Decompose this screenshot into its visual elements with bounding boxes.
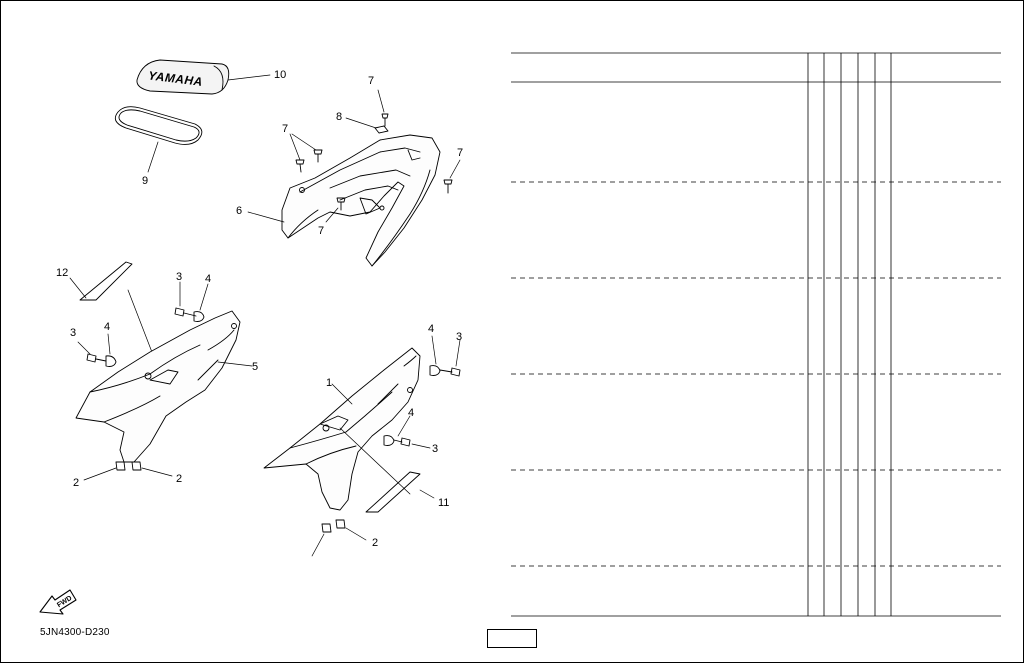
callout-2b: 2 [176, 473, 182, 485]
right-bolts [311, 335, 461, 557]
callout-7c: 7 [457, 147, 463, 159]
right-side-cover-part-1 [263, 347, 421, 511]
callout-3c: 3 [456, 331, 462, 343]
callout-11: 11 [438, 497, 449, 509]
document-code: 5JN4300-D230 [40, 627, 110, 638]
callout-numbers: 10 9 7 8 7 7 6 7 12 3 4 3 4 5 2 2 4 3 1 … [56, 69, 463, 549]
strip-part-11 [339, 427, 435, 513]
exploded-view: YAMAHA [39, 59, 461, 615]
callout-5: 5 [252, 361, 258, 373]
callout-3a: 3 [176, 271, 182, 283]
callout-7b: 7 [282, 123, 288, 135]
page-number-box [487, 629, 537, 648]
callout-4a: 4 [205, 273, 211, 285]
callout-10: 10 [274, 69, 286, 81]
callout-6: 6 [236, 205, 242, 217]
fwd-arrow-icon: FWD [39, 589, 77, 615]
callout-4d: 4 [408, 407, 414, 419]
callout-7a: 7 [368, 75, 374, 87]
callout-12: 12 [56, 267, 68, 279]
callout-8: 8 [336, 111, 342, 123]
tail-cowl-part-6 [247, 134, 441, 267]
emblem-logo-text: YAMAHA [147, 68, 203, 89]
callout-3b: 3 [70, 327, 76, 339]
callout-4b: 4 [104, 321, 110, 333]
emblem-part-10: YAMAHA [136, 59, 271, 95]
strip-part-12 [69, 261, 156, 361]
callout-3d: 3 [432, 443, 438, 455]
gasket-part-9 [114, 106, 203, 173]
plate-and-screws [289, 89, 461, 223]
callout-2c: 2 [372, 537, 378, 549]
callout-2a: 2 [73, 477, 79, 489]
callout-9: 9 [142, 175, 148, 187]
callout-7d: 7 [318, 225, 324, 237]
callout-1: 1 [326, 377, 332, 389]
callout-4c: 4 [428, 323, 434, 335]
parts-table [511, 52, 1001, 617]
left-side-cover-part-5 [75, 310, 253, 463]
left-bolts [77, 281, 209, 481]
